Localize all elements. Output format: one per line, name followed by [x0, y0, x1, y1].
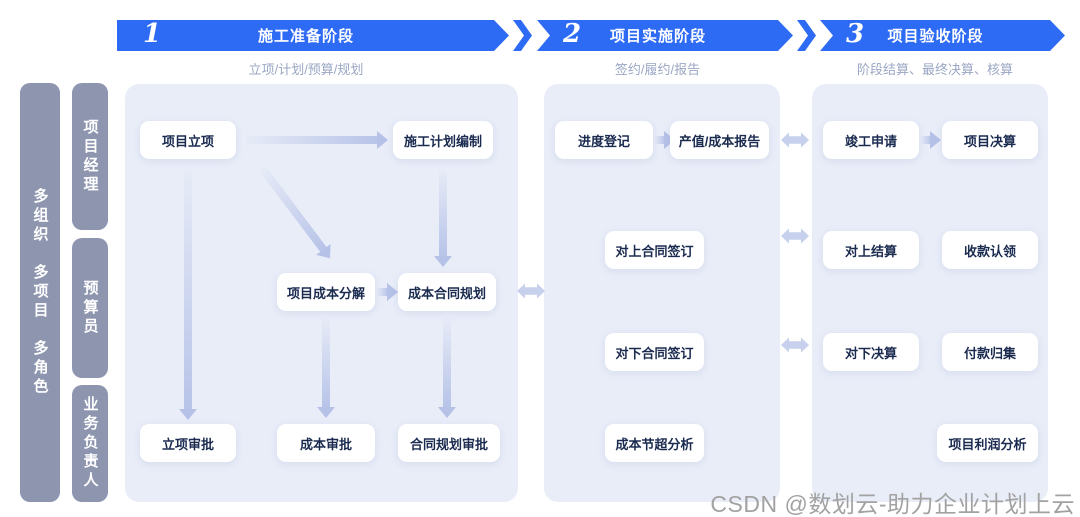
phase-title: 施工准备阶段 — [257, 28, 354, 45]
box-contract-plan-approval: 合同规划审批 — [398, 424, 500, 462]
box-downstream-contract-sign: 对下合同签订 — [605, 333, 704, 371]
sidebar-main-label: 多组织 多项目 多角色 — [31, 188, 49, 397]
flow-arrow-icon — [317, 318, 335, 418]
box-construction-plan: 施工计划编制 — [393, 121, 493, 159]
box-completion-apply: 竣工申请 — [823, 121, 919, 159]
box-upstream-contract-sign: 对上合同签订 — [605, 231, 704, 269]
role-bar-business-owner: 业务负责人 — [72, 385, 108, 502]
role-label: 业务负责人 — [81, 396, 99, 491]
role-label: 项目经理 — [81, 118, 99, 195]
double-arrow-icon — [781, 337, 809, 353]
phase-banner-2: 2 项目实施阶段 — [537, 20, 793, 51]
box-cost-breakdown: 项目成本分解 — [277, 273, 375, 311]
flow-arrow-icon — [434, 170, 452, 267]
double-arrow-icon — [517, 283, 545, 299]
sidebar-bar-multi-org: 多组织 多项目 多角色 — [20, 83, 60, 502]
phase-subtitle-2: 签约/履约/报告 — [614, 62, 701, 77]
box-payment-collection: 付款归集 — [942, 333, 1038, 371]
phase-subtitle-3: 阶段结算、最终决算、核算 — [856, 62, 1013, 77]
box-project-initiation: 项目立项 — [140, 121, 236, 159]
box-initiation-approval: 立项审批 — [140, 424, 236, 462]
flow-arrow-icon — [377, 283, 398, 301]
phase-number: 1 — [143, 19, 162, 49]
box-upstream-settlement: 对上结算 — [823, 231, 919, 269]
phase-subtitle-1: 立项/计划/预算/规划 — [248, 62, 364, 77]
chevron-icon — [797, 20, 816, 51]
box-project-profit-analysis: 项目利润分析 — [937, 424, 1038, 462]
box-project-final-account: 项目决算 — [942, 121, 1038, 159]
box-progress-register: 进度登记 — [555, 121, 653, 159]
box-cost-approval: 成本审批 — [277, 424, 375, 462]
box-output-cost-report: 产值/成本报告 — [670, 121, 769, 159]
box-cost-saving-analysis: 成本节超分析 — [605, 424, 704, 462]
phase-banner-1: 1 施工准备阶段 — [117, 20, 509, 51]
phase-number: 3 — [846, 19, 865, 49]
phase-number: 2 — [563, 19, 582, 49]
box-downstream-final-account: 对下决算 — [823, 333, 919, 371]
flow-arrow-icon — [655, 131, 675, 149]
flow-arrow-icon — [179, 170, 197, 420]
flow-arrow-icon — [246, 131, 388, 149]
phase-title: 项目实施阶段 — [609, 28, 706, 45]
role-bar-budget-officer: 预算员 — [72, 238, 108, 378]
box-receipt-claim: 收款认领 — [942, 231, 1038, 269]
phase-title: 项目验收阶段 — [887, 28, 984, 45]
csdn-watermark: CSDN @数划云-助力企业计划上云 — [710, 491, 1075, 517]
box-cost-contract-plan: 成本合同规划 — [398, 273, 496, 311]
double-arrow-icon — [781, 132, 809, 148]
role-label: 预算员 — [81, 279, 99, 337]
chevron-icon — [513, 20, 532, 51]
phase-banner-3: 3 项目验收阶段 — [820, 20, 1065, 51]
double-arrow-icon — [781, 228, 809, 244]
flow-arrow-icon — [921, 131, 941, 149]
role-bar-project-manager: 项目经理 — [72, 83, 108, 230]
flow-arrow-icon — [438, 318, 456, 418]
